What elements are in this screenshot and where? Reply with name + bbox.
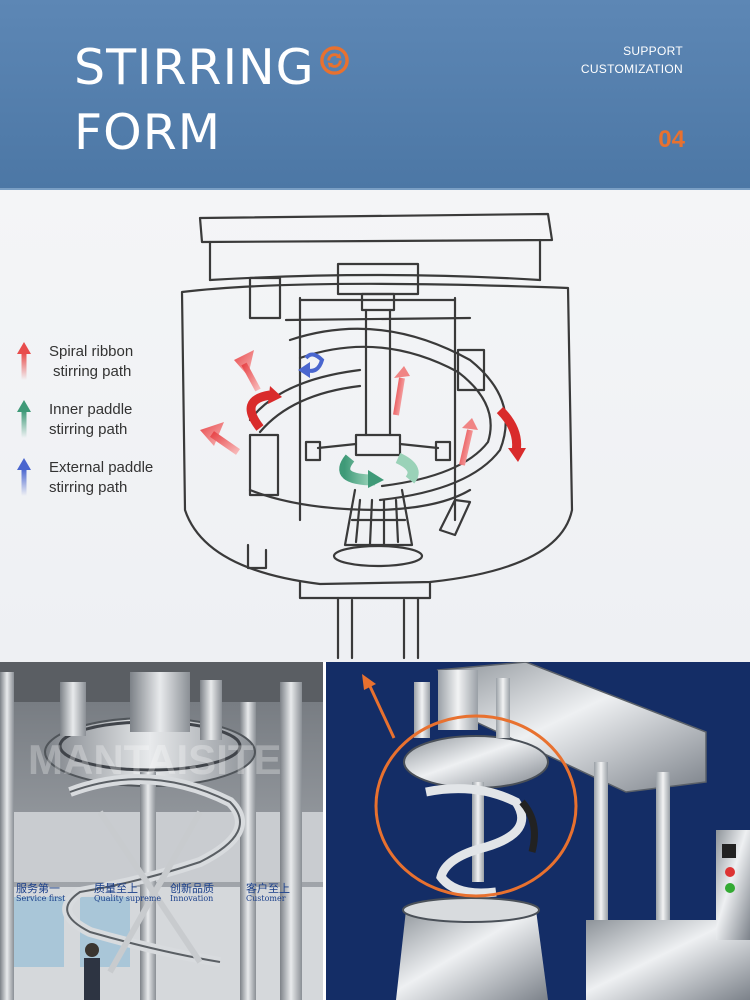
banner-en-2: Quality supreme	[94, 894, 162, 903]
banner-cn-2: 质量至上	[94, 882, 138, 895]
legend-spiral-ribbon: Spiral ribbon stirring path	[17, 342, 187, 388]
legend-line-2: stirring path	[53, 363, 132, 380]
banner-en-1: Service first	[16, 894, 66, 903]
product-photo-vacuum-mixer	[326, 662, 750, 1000]
legend-inner-paddle: Inner paddle stirring path	[17, 400, 187, 446]
section-number: 04	[658, 126, 685, 153]
support-line-1: SUPPORT	[623, 44, 683, 58]
sync-icon	[320, 46, 349, 75]
blue-arrow-icon	[17, 458, 31, 496]
legend-line-2: stirring path	[49, 421, 128, 438]
mixer-tank-drawing	[180, 212, 574, 660]
legend-line-1: Inner paddle	[49, 401, 133, 418]
legend-line-1: Spiral ribbon	[49, 343, 134, 360]
header-banner: STIRRING FORM SUPPORT CUSTOMIZATION 04	[0, 0, 750, 190]
watermark-text: MANTAISITE	[28, 736, 282, 783]
support-line-2: CUSTOMIZATION	[580, 62, 683, 76]
page-title-line-1: STIRRING	[74, 39, 315, 96]
factory-banner: 服务第一 Service first 质量至上 Quality supreme …	[0, 880, 323, 920]
legend-text-external: External paddle stirring path	[49, 458, 189, 498]
support-customization-label: SUPPORT CUSTOMIZATION	[523, 42, 683, 78]
green-arrow-icon	[17, 400, 31, 438]
legend-line-2: stirring path	[49, 479, 128, 496]
factory-mixer-illustration: MANTAISITE	[0, 662, 323, 1000]
legend-text-spiral: Spiral ribbon stirring path	[49, 342, 189, 382]
banner-en-4: Customer	[246, 894, 286, 903]
banner-en-3: Innovation	[170, 894, 214, 903]
vacuum-mixer-illustration	[326, 662, 750, 1000]
legend-external-paddle: External paddle stirring path	[17, 458, 187, 504]
legend-line-1: External paddle	[49, 459, 154, 476]
stirring-diagram: Spiral ribbon stirring path Inner paddle…	[0, 190, 750, 662]
factory-photo-mixer-open: MANTAISITE 服务第一 Service first 质量至上 Quali…	[0, 662, 323, 1000]
legend-text-inner: Inner paddle stirring path	[49, 400, 189, 440]
banner-cn-4: 客户至上	[246, 882, 290, 895]
banner-cn-1: 服务第一	[16, 882, 60, 895]
red-arrow-icon	[17, 342, 31, 380]
page-title-line-2: FORM	[74, 104, 222, 161]
banner-cn-3: 创新品质	[170, 882, 214, 895]
